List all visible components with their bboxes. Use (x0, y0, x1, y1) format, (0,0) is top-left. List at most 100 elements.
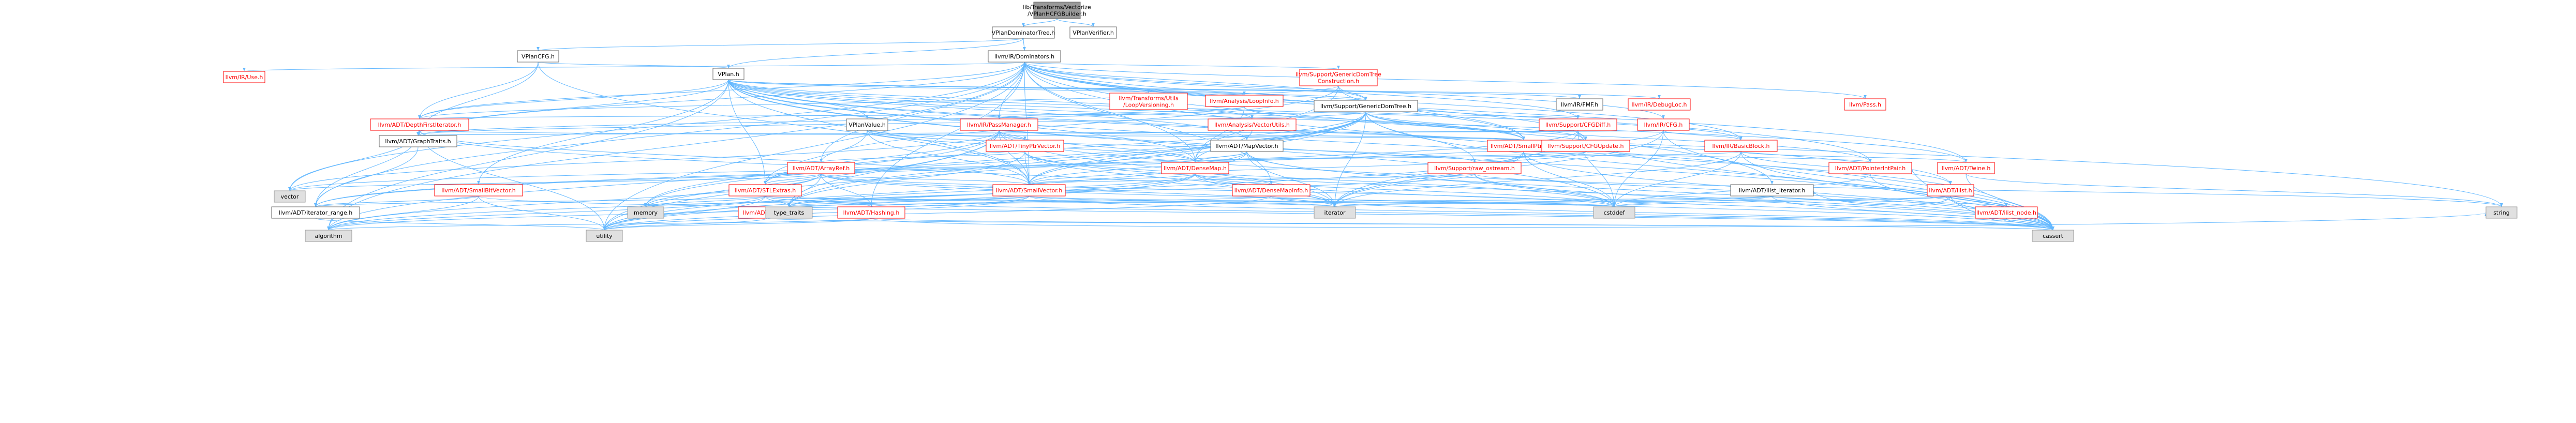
node-debugloc-label-line: llvm/IR/DebugLoc.h (1632, 101, 1687, 108)
node-iterrange[interactable]: llvm/ADT/iterator_range.h (271, 206, 360, 219)
node-pointerintpair[interactable]: llvm/ADT/PointerIntPair.h (1828, 162, 1912, 174)
node-passmgr[interactable]: llvm/IR/PassManager.h (960, 118, 1038, 131)
node-ilistiter[interactable]: llvm/ADT/ilist_iterator.h (1730, 184, 1814, 197)
node-tinyptr[interactable]: llvm/ADT/TinyPtrVector.h (986, 140, 1064, 152)
node-smallbitvector[interactable]: llvm/ADT/SmallBitVector.h (434, 184, 523, 197)
node-ilistnode[interactable]: llvm/ADT/ilist_node.h (1975, 206, 2038, 219)
node-loopver[interactable]: llvm/Transforms/Utils/LoopVersioning.h (1109, 93, 1188, 110)
node-loopinfo-box (1205, 95, 1284, 107)
node-cfgupdate[interactable]: llvm/Support/CFGUpdate.h (1541, 140, 1630, 152)
node-densemapinfo-box (1232, 184, 1311, 197)
edge-passmgr-to-smallptrset (999, 130, 1525, 141)
edge-domtree-to-dominators (1023, 38, 1026, 51)
node-cfgdiff-label-line: llvm/Support/CFGDiff.h (1545, 122, 1611, 128)
node-loopver-label: llvm/Transforms/Utils/LoopVersioning.h (1119, 95, 1179, 108)
edge-ilistiter-to-iterator (1333, 195, 1773, 207)
node-loopinfo[interactable]: llvm/Analysis/LoopInfo.h (1205, 95, 1284, 107)
node-twine[interactable]: llvm/ADT/Twine.h (1937, 162, 1995, 174)
node-vecutils[interactable]: llvm/Analysis/VectorUtils.h (1208, 118, 1297, 131)
node-string-label: string (2493, 209, 2510, 216)
edge-domtree-to-vplancfg (537, 38, 1024, 51)
node-rawostream[interactable]: llvm/Support/raw_ostream.h (1427, 162, 1522, 174)
node-graphtraits-box (379, 135, 457, 147)
node-graphtraits[interactable]: llvm/ADT/GraphTraits.h (379, 135, 457, 147)
node-ilistiter-box (1730, 184, 1814, 197)
node-vplancfg[interactable]: VPlanCFG.h (517, 50, 559, 63)
node-vplanvalue-label: VPlanValue.h (848, 122, 886, 128)
edge-tinyptr-to-smallvector (1024, 151, 1031, 185)
node-cfgdiff-box (1539, 118, 1617, 131)
node-stlextras[interactable]: llvm/ADT/STLExtras.h (728, 184, 802, 197)
node-utility-box (586, 230, 623, 242)
node-domtree[interactable]: VPlanDominatorTree.h (992, 26, 1055, 39)
node-verifier-label-line: VPlanVerifier.h (1073, 29, 1114, 36)
node-hashing[interactable]: llvm/ADT/Hashing.h (837, 206, 905, 219)
node-ircfg[interactable]: llvm/IR/CFG.h (1637, 118, 1690, 131)
node-gendtcons-box (1299, 69, 1378, 86)
edge-dominators-to-densemapinfo (1024, 62, 1273, 185)
edge-smallptrset-to-iterator (1333, 151, 1524, 207)
node-irfmf[interactable]: llvm/IR/FMF.h (1556, 98, 1603, 111)
edge-arrayref-to-cassert (821, 173, 2054, 231)
node-cfgdiff-label: llvm/Support/CFGDiff.h (1545, 122, 1611, 128)
edge-hashing-to-algorithm (327, 218, 872, 231)
node-verifier-box (1069, 26, 1117, 39)
edge-passmgr-to-densemap (999, 130, 1197, 163)
node-cstddef-label-line: cstddef (1604, 209, 1626, 216)
edge-vplancfg-to-dfi (418, 62, 539, 119)
node-layer: lib/Transforms/Vectorize/VPlanHCFGBuilde… (223, 2, 2518, 242)
edge-vplancfg-to-smallvector (538, 62, 1031, 185)
node-arrayref-box (787, 162, 855, 174)
edge-cfgupdate-to-smallvector (1028, 151, 1586, 185)
node-vplanvalue[interactable]: VPlanValue.h (846, 118, 888, 131)
node-arrayref[interactable]: llvm/ADT/ArrayRef.h (787, 162, 855, 174)
node-dominators[interactable]: llvm/IR/Dominators.h (988, 50, 1061, 63)
node-iruse-box (223, 71, 265, 83)
edge-dominators-to-iruse (243, 62, 1025, 72)
edge-dominators-to-ilistiter (1024, 62, 1774, 185)
edge-dfi-to-smallptrset (419, 130, 1525, 141)
node-densemap-label: llvm/ADT/DenseMap.h (1164, 165, 1227, 172)
node-root-box (1033, 2, 1081, 19)
node-tinyptr-label-line: llvm/ADT/TinyPtrVector.h (990, 143, 1060, 149)
node-iterator: iterator (1314, 206, 1356, 219)
node-iterator-label: iterator (1324, 209, 1346, 216)
edge-gendtcons-to-smallptrset (1338, 85, 1525, 141)
node-smallvector[interactable]: llvm/ADT/SmallVector.h (992, 184, 1066, 197)
node-dfi[interactable]: llvm/ADT/DepthFirstIterator.h (370, 118, 469, 131)
node-ilistiter-label-line: llvm/ADT/ilist_iterator.h (1739, 187, 1806, 194)
node-pass[interactable]: llvm/Pass.h (1844, 98, 1886, 111)
node-verifier-label: VPlanVerifier.h (1073, 29, 1114, 36)
node-basicblock[interactable]: llvm/IR/BasicBlock.h (1704, 140, 1778, 152)
edge-arrayref-to-vector (288, 173, 822, 191)
node-ilist[interactable]: llvm/ADT/ilist.h (1927, 184, 1974, 197)
node-string: string (2485, 206, 2518, 219)
node-twine-box (1937, 162, 1995, 174)
node-iruse[interactable]: llvm/IR/Use.h (223, 71, 265, 83)
node-verifier[interactable]: VPlanVerifier.h (1069, 26, 1117, 39)
node-mapvector[interactable]: llvm/ADT/MapVector.h (1210, 140, 1284, 152)
node-vector-label-line: vector (281, 193, 299, 200)
node-iruse-label-line: llvm/IR/Use.h (226, 74, 263, 81)
node-cassert-label: cassert (2043, 233, 2064, 239)
node-ilistnode-box (1975, 206, 2038, 219)
node-densemapinfo[interactable]: llvm/ADT/DenseMapInfo.h (1232, 184, 1311, 197)
node-smallvector-label-line: llvm/ADT/SmallVector.h (996, 187, 1063, 194)
node-debugloc[interactable]: llvm/IR/DebugLoc.h (1628, 98, 1691, 111)
edge-ilist-to-cstddef (1613, 195, 1951, 207)
node-root[interactable]: lib/Transforms/Vectorize/VPlanHCFGBuilde… (1023, 2, 1091, 19)
edge-gendt-to-iterator (1333, 111, 1366, 207)
node-vector-label: vector (281, 193, 299, 200)
edge-vecutils-to-smallvector (1028, 130, 1253, 185)
edge-densemapinfo-to-cstddef (1271, 195, 1616, 207)
edge-loopinfo-to-smallptrset (1244, 106, 1525, 141)
node-typetraits-label-line: type_traits (774, 209, 805, 216)
node-iruse-label: llvm/IR/Use.h (226, 74, 263, 81)
node-densemap[interactable]: llvm/ADT/DenseMap.h (1161, 162, 1229, 174)
node-cstddef-label: cstddef (1604, 209, 1626, 216)
node-vplan[interactable]: VPlan.h (712, 68, 744, 80)
node-gendt[interactable]: llvm/Support/GenericDomTree.h (1314, 100, 1418, 112)
node-cfgdiff[interactable]: llvm/Support/CFGDiff.h (1539, 118, 1617, 131)
edge-graphtraits-to-iterrange (314, 146, 419, 207)
